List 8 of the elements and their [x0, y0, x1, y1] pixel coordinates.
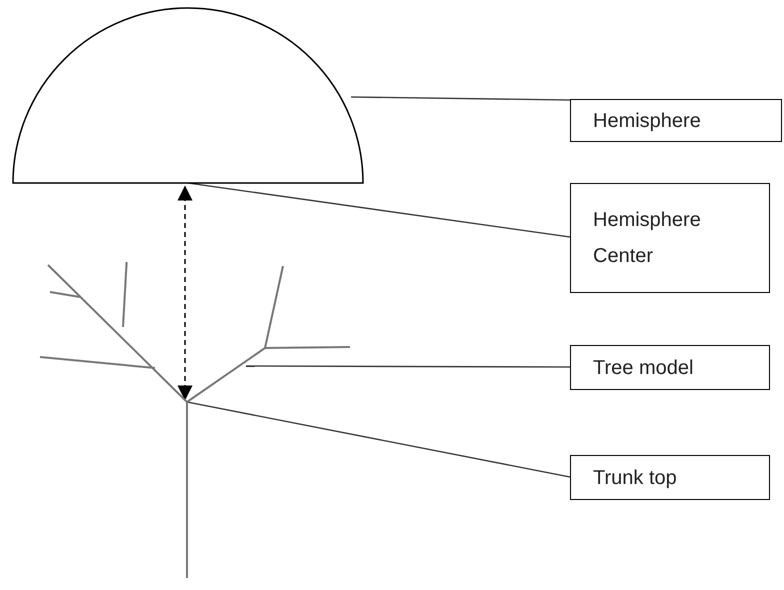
leader-line: [351, 96, 570, 101]
leader-line: [186, 401, 570, 478]
label-box: Tree model: [570, 345, 770, 390]
leader-line: [246, 365, 570, 368]
label-box: Trunk top: [570, 455, 770, 500]
label-box: Hemisphere Center: [570, 183, 770, 293]
arrow: [178, 186, 192, 400]
label-box: Hemisphere: [570, 99, 782, 142]
